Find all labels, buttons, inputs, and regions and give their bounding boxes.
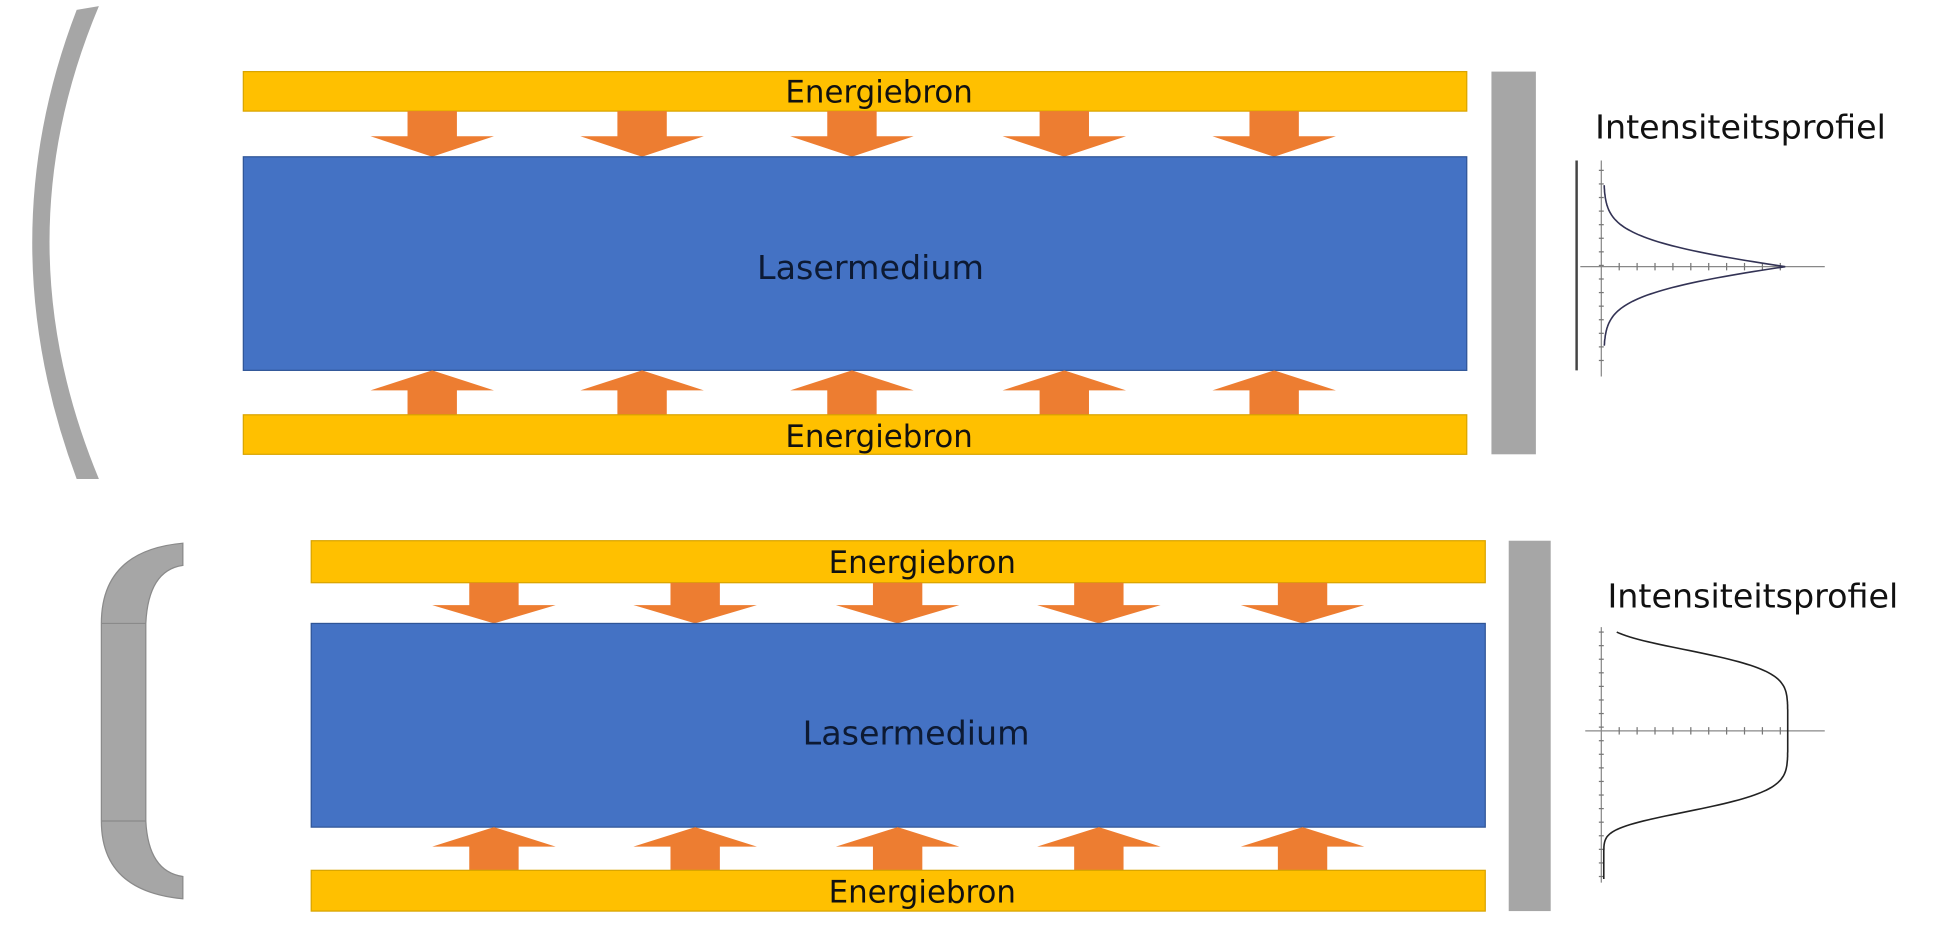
laser-medium <box>242 156 1468 371</box>
arrow-up-icon <box>1002 370 1127 415</box>
arrow-down-icon <box>370 111 494 157</box>
arrow-up-icon <box>835 827 960 871</box>
curved-mirror-left <box>32 6 99 479</box>
energy-source-top-label: Energiebron <box>829 545 1016 581</box>
bracket-mirror-left <box>100 542 184 900</box>
arrow-down-icon <box>633 582 757 624</box>
arrow-down-icon <box>1240 582 1365 624</box>
arrow-up-icon <box>432 827 556 871</box>
plot-ticks <box>1598 631 1781 878</box>
pump-arrows-bottom <box>432 827 1365 871</box>
energy-source-bottom-label: Energiebron <box>829 874 1016 910</box>
energy-source-bottom <box>242 414 1468 455</box>
arrow-up-icon <box>1240 827 1365 871</box>
diagram-gaussian: Energiebron Lasermedium Energiebron Inte… <box>32 6 1886 479</box>
laser-medium-label: Lasermedium <box>757 248 984 287</box>
energy-source-top <box>242 70 1468 112</box>
energy-source-top <box>310 540 1486 584</box>
gaussian-profile-plot <box>1575 160 1825 377</box>
arrow-down-icon <box>835 582 960 624</box>
gaussian-curve <box>1603 185 1786 346</box>
arrow-down-icon <box>432 582 556 624</box>
arrow-up-icon <box>1037 827 1161 871</box>
laser-medium <box>310 622 1486 828</box>
diagram-flat-top: Energiebron Lasermedium Energiebron Inte… <box>100 540 1898 912</box>
arrow-up-icon <box>790 370 914 415</box>
flat-mirror-right <box>1508 540 1551 912</box>
pump-arrows-bottom <box>370 370 1336 415</box>
arrow-up-icon <box>580 370 704 415</box>
arrow-down-icon <box>1002 111 1127 157</box>
flat-top-curve <box>1602 631 1789 879</box>
arrow-up-icon <box>633 827 757 871</box>
arrow-down-icon <box>1037 582 1161 624</box>
plot-ticks <box>1598 169 1781 362</box>
flat-mirror-right <box>1491 71 1536 455</box>
arrow-down-icon <box>580 111 704 157</box>
pump-arrows-top <box>432 582 1365 624</box>
pump-arrows-top <box>370 111 1336 157</box>
profile-title: Intensiteitsprofiel <box>1595 107 1886 146</box>
profile-title: Intensiteitsprofiel <box>1607 576 1898 615</box>
arrow-down-icon <box>1212 111 1336 157</box>
energy-source-bottom-label: Energiebron <box>785 419 972 455</box>
flat-top-profile-plot <box>1585 627 1825 883</box>
laser-medium-label: Lasermedium <box>803 713 1030 752</box>
energy-source-bottom <box>310 869 1486 912</box>
arrow-up-icon <box>370 370 494 415</box>
energy-source-top-label: Energiebron <box>785 74 972 110</box>
arrow-up-icon <box>1212 370 1336 415</box>
arrow-down-icon <box>790 111 914 157</box>
